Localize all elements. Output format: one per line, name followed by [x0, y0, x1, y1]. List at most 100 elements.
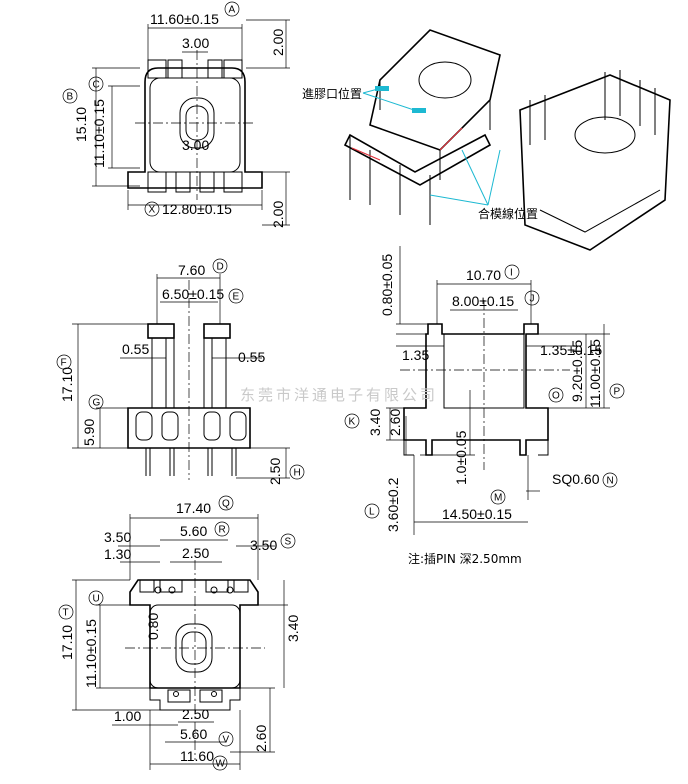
svg-text:S: S	[285, 537, 292, 548]
dim-side-foot: 2.60	[387, 409, 403, 436]
svg-text:G: G	[93, 398, 101, 409]
dim-side-total: 11.00±0.15	[587, 339, 603, 408]
callout-l: L	[364, 503, 380, 519]
front-view: 7.60 6.50±0.15 0.55 0.55 17.10 5.90 2.50…	[56, 258, 305, 485]
dim-front-base: 5.90	[81, 419, 97, 446]
callout-k: K	[344, 413, 360, 429]
dim-bottom-c: 3.50	[250, 537, 277, 553]
label-parting-line: 合模線位置	[478, 206, 538, 221]
dim-top-slot-mid: 3.00	[182, 137, 209, 153]
dim-bottom-b: 3.50	[104, 529, 131, 545]
dim-side-pin-span: 14.50±0.15	[442, 506, 512, 522]
callout-x: X	[144, 201, 160, 217]
svg-text:E: E	[233, 292, 240, 303]
dim-front-gap-right: 0.55	[238, 349, 265, 365]
callout-a: A	[224, 1, 240, 17]
dim-top-flange-top: 2.00	[270, 29, 286, 56]
dim-top-base: 12.80±0.15	[162, 201, 232, 217]
svg-text:V: V	[223, 735, 230, 746]
svg-text:C: C	[93, 80, 100, 91]
svg-text:U: U	[93, 594, 100, 605]
dim-side-step-left: 1.35	[402, 347, 429, 363]
dim-side-step-right: 1.35±0.15	[540, 342, 602, 358]
iso-view-gate: 進膠口位置 合模線位置	[302, 29, 538, 225]
svg-text:F: F	[61, 358, 67, 369]
svg-text:X: X	[149, 205, 156, 216]
dim-front-top-inner: 6.50±0.15	[162, 286, 224, 302]
callout-g: G	[88, 394, 104, 410]
dim-side-pin-sq: SQ0.60	[552, 471, 600, 487]
dim-bottom-e2: 2.50	[182, 706, 209, 722]
dim-top-height: 15.10	[73, 107, 89, 142]
callout-b: B	[62, 88, 78, 104]
callout-c: C	[88, 76, 104, 92]
callout-m: M	[490, 489, 506, 505]
svg-text:I: I	[510, 268, 513, 279]
svg-text:W: W	[216, 759, 226, 770]
dim-bottom-gap: 1.00	[114, 708, 141, 724]
callout-o: O	[548, 387, 564, 403]
dim-bottom-height: 17.10	[59, 625, 75, 660]
dim-bottom-d: 1.30	[104, 546, 131, 562]
callout-n: N	[602, 472, 618, 488]
svg-text:N: N	[607, 476, 614, 487]
callout-s: S	[280, 533, 296, 549]
dim-bottom-e: 2.50	[182, 545, 209, 561]
svg-text:K: K	[349, 417, 356, 428]
svg-text:P: P	[614, 387, 621, 398]
callout-i: I	[504, 264, 520, 280]
dim-top-inner: 11.10±0.15	[91, 99, 107, 168]
dim-side-width: 10.70	[466, 267, 501, 283]
callout-p: P	[609, 383, 625, 399]
dim-bottom-a: 5.60	[180, 523, 207, 539]
dim-bottom-w: 11.60	[180, 748, 214, 764]
dim-side-pin-height: 3.60±0.2	[385, 477, 401, 532]
dim-top-flange-bottom: 2.00	[270, 201, 286, 228]
iso-view-pins	[519, 70, 671, 251]
note-pin-depth: 注:插PIN 深2.50mm	[408, 551, 522, 566]
svg-text:T: T	[63, 608, 69, 619]
svg-text:J: J	[530, 294, 535, 305]
callout-f: F	[56, 354, 72, 370]
company-watermark: 东莞市洋通电子有限公司	[240, 386, 438, 404]
dim-side-core: 9.20±0.15	[569, 340, 585, 402]
dim-front-gap-left: 0.55	[122, 341, 149, 357]
svg-text:R: R	[219, 525, 226, 536]
callout-u: U	[88, 590, 104, 606]
top-view: 11.60±0.15 3.00 3.00 12.80±0.15 15.10 11…	[62, 1, 290, 228]
callout-j: J	[524, 290, 540, 306]
callout-e: E	[228, 288, 244, 304]
svg-text:L: L	[369, 507, 375, 518]
svg-text:A: A	[229, 5, 236, 16]
callout-h: H	[289, 464, 305, 480]
dim-top-slot: 3.00	[182, 35, 209, 51]
dim-side-flange: 0.80±0.05	[379, 254, 395, 316]
bottom-view: 17.40 5.60 3.50 3.50 1.30 2.50 1.00 2.50…	[58, 495, 301, 771]
dim-bottom-a2: 5.60	[180, 726, 207, 742]
callout-w: W	[212, 755, 228, 771]
callout-r: R	[214, 521, 230, 537]
dim-front-top-width: 7.60	[178, 262, 205, 278]
label-gate-position: 進膠口位置	[302, 86, 362, 101]
callout-v: V	[218, 731, 234, 747]
dim-bottom-foot: 2.60	[253, 725, 269, 752]
svg-text:B: B	[67, 92, 74, 103]
dim-side-inner: 8.00±0.15	[452, 293, 514, 309]
svg-text:M: M	[494, 493, 502, 504]
dim-bottom-inner: 11.10±0.15	[83, 619, 99, 688]
dim-bottom-slot: 0.80	[145, 613, 161, 640]
dim-bottom-right: 3.40	[285, 615, 301, 642]
callout-q: Q	[218, 495, 234, 511]
dim-front-height: 17.10	[59, 367, 75, 402]
dim-top-width: 11.60±0.15	[150, 11, 219, 27]
svg-text:H: H	[294, 468, 301, 479]
callout-t: T	[58, 604, 74, 620]
dim-side-pin-len: 1.0±0.05	[453, 430, 469, 485]
dim-front-pin: 2.50	[267, 458, 283, 485]
side-view: 10.70 8.00±0.15 1.35 1.35±0.15 SQ0.60 14…	[344, 246, 625, 566]
dim-side-base: 3.40	[367, 409, 383, 436]
svg-text:D: D	[217, 262, 224, 273]
callout-d: D	[212, 258, 228, 274]
dim-bottom-total: 17.40	[176, 500, 211, 516]
